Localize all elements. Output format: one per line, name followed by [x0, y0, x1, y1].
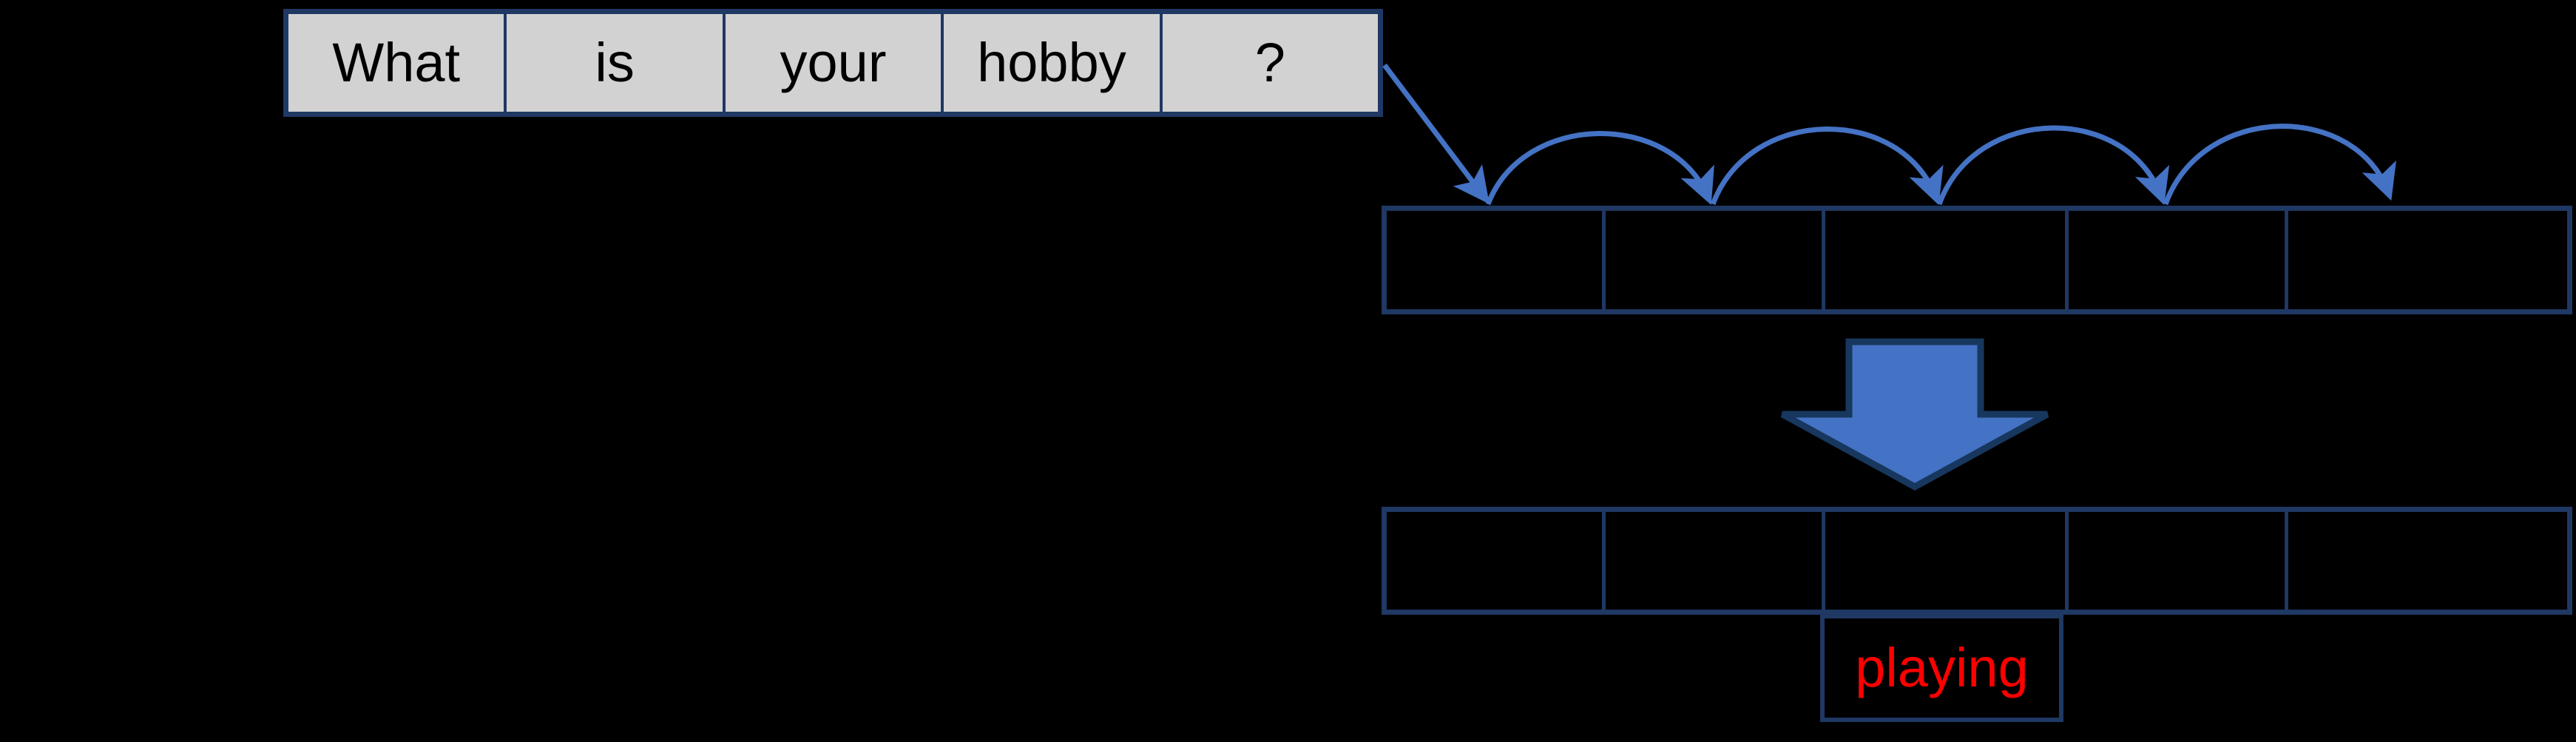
source-cell-4[interactable]: ?: [1162, 14, 1379, 112]
decoder-state-table: [1382, 507, 2572, 615]
input-to-state-arrow: [1382, 63, 1490, 204]
encoder-cell-0[interactable]: [1387, 211, 1606, 309]
encoder-state-table: [1382, 206, 2572, 314]
encoder-cell-3[interactable]: [2069, 211, 2288, 309]
hop-arrow-3: [1936, 125, 2170, 206]
decoder-cell-1[interactable]: [1606, 512, 1825, 610]
hop-arrow-2: [1710, 127, 1944, 206]
source-cell-2[interactable]: your: [725, 14, 944, 112]
source-sentence-table: What is your hobby ?: [283, 9, 1383, 117]
hop-arrow-1: [1485, 131, 1714, 206]
hop-arrow-4: [2163, 124, 2396, 206]
encoder-cell-2[interactable]: [1825, 211, 2069, 309]
encoder-cell-4[interactable]: [2288, 211, 2567, 309]
predicted-token-cell[interactable]: playing: [1820, 614, 2063, 722]
source-cell-3[interactable]: hobby: [944, 14, 1163, 112]
source-cell-1[interactable]: is: [507, 14, 726, 112]
decoder-cell-3[interactable]: [2069, 512, 2288, 610]
encoder-cell-1[interactable]: [1606, 211, 1825, 309]
decoder-cell-2[interactable]: [1825, 512, 2069, 610]
decoder-cell-4[interactable]: [2288, 512, 2567, 610]
decoder-cell-0[interactable]: [1387, 512, 1606, 610]
state-transfer-block-arrow: [1780, 338, 2049, 491]
source-cell-0[interactable]: What: [288, 14, 507, 112]
